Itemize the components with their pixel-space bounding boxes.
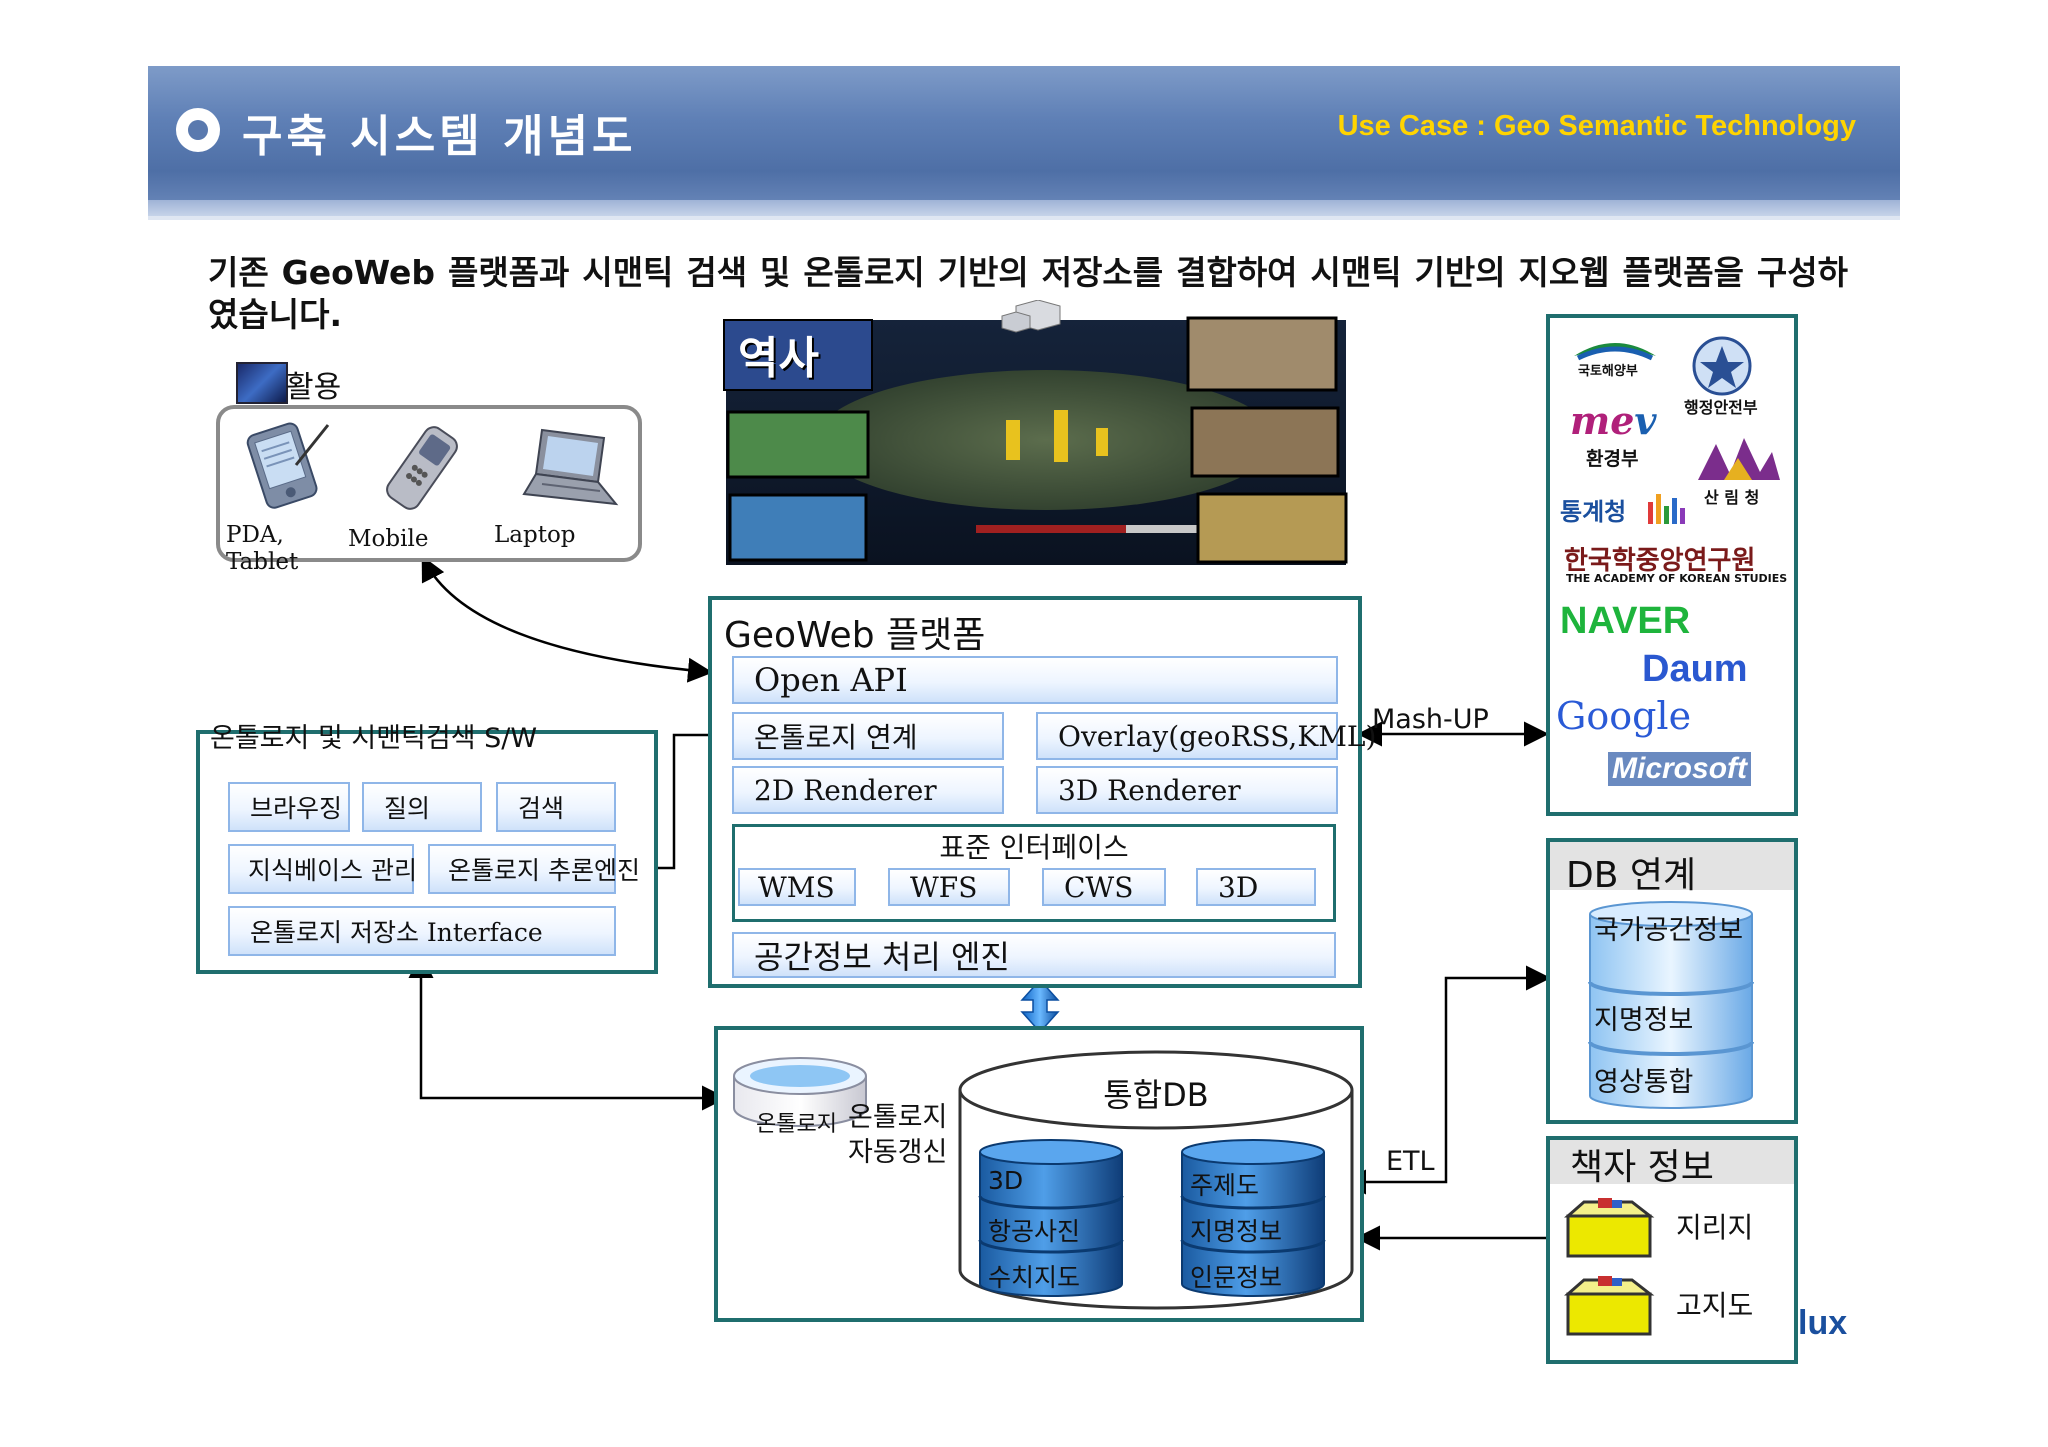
utilization-label: 활용	[286, 370, 342, 405]
mashup-label: Mash-UP	[1372, 704, 1489, 735]
integrated-db-title: 통합DB	[1103, 1076, 1209, 1114]
db-link-header-bg	[1550, 842, 1794, 890]
title-bullet-icon	[176, 108, 220, 152]
partner-kostat: 통계청	[1560, 498, 1627, 526]
standard-interface-group	[732, 824, 1336, 922]
partner-logo-kostat-icon	[1648, 494, 1685, 524]
use-case-subtitle: Use Case : Geo Semantic Technology	[1337, 110, 1856, 142]
device-label-mobile: Mobile	[348, 526, 429, 552]
etl-label: ETL	[1386, 1146, 1435, 1177]
partner-me: 환경부	[1586, 448, 1639, 470]
stack-item-3d: 3D	[988, 1166, 1024, 1195]
storage-interface-box: 온톨로지 저장소 Interface	[228, 906, 616, 956]
book-folder-icon-1	[1564, 1198, 1655, 1258]
stack-item-humanities: 인문정보	[1190, 1263, 1283, 1292]
partner-logo-mopas-icon	[1692, 336, 1752, 396]
header-divider	[148, 216, 1900, 220]
ontology-sw-title: 온톨로지 및 시맨틱검색 S/W	[210, 723, 538, 754]
db-link-title: DB 연계	[1566, 855, 1697, 896]
ontology-link-box: 온톨로지 연계	[732, 712, 1004, 760]
partner-moltm: 국토해양부	[1578, 364, 1638, 379]
overlay-box: Overlay(geoRSS,KML)	[1036, 712, 1376, 760]
interface-wms: WMS	[738, 868, 856, 906]
stack-item-aerial: 항공사진	[988, 1217, 1081, 1246]
db-link-item-placename: 지명정보	[1594, 1005, 1694, 1036]
stack-item-placename: 지명정보	[1190, 1217, 1283, 1246]
partner-logo-me-icon: mev	[1570, 398, 1657, 443]
db-link-stack	[1588, 901, 1754, 1109]
geoweb-title: GeoWeb 플랫폼	[724, 615, 986, 656]
book-info-item-oldmap: 고지도	[1676, 1289, 1754, 1322]
stack-item-digital-map: 수치지도	[988, 1263, 1081, 1292]
partner-forest: 산 림 청	[1704, 488, 1760, 507]
interface-wfs: WFS	[888, 868, 1010, 906]
db-link-item-national-spatial: 국가공간정보	[1594, 915, 1744, 946]
renderer-2d-box: 2D Renderer	[732, 766, 1004, 814]
book-info-title: 책자 정보	[1570, 1147, 1714, 1188]
pda-tablet-icon	[246, 422, 330, 509]
header-stripe	[148, 200, 1900, 216]
kb-manage-box: 지식베이스 관리	[228, 844, 417, 894]
book-folder-icon-2	[1564, 1276, 1655, 1336]
interface-cws: CWS	[1042, 868, 1166, 906]
partner-daum: Daum	[1642, 648, 1748, 690]
utilization-icon	[236, 362, 288, 404]
collage-graphic	[723, 299, 1348, 565]
db-link-item-imagery: 영상통합	[1594, 1067, 1694, 1098]
reasoning-engine-box: 온톨로지 추론엔진	[428, 844, 640, 894]
partner-aks: 한국학중앙연구원	[1564, 546, 1756, 576]
spatial-engine-box: 공간정보 처리 엔진	[732, 932, 1336, 978]
mobile-phone-icon	[386, 426, 458, 510]
book-info-header-bg	[1550, 1140, 1794, 1184]
partner-logo-forest-icon	[1698, 438, 1780, 480]
search-box: 검색	[496, 782, 616, 832]
device-label-laptop: Laptop	[494, 522, 576, 548]
partner-microsoft: Microsoft	[1608, 752, 1751, 786]
map-collage: 역사	[716, 299, 1356, 570]
footer-logo-fragment: lux	[1798, 1304, 1848, 1342]
interface-3d: 3D	[1196, 868, 1316, 906]
right-data-stack	[1180, 1139, 1326, 1297]
partner-google: Google	[1556, 694, 1692, 738]
device-label-pda: PDA, Tablet	[226, 522, 299, 575]
partner-logo-moltm-icon	[1574, 343, 1656, 361]
partner-mopas: 행정안전부	[1684, 398, 1758, 417]
left-data-stack	[978, 1139, 1124, 1297]
standard-interface-label: 표준 인터페이스	[939, 831, 1129, 864]
partner-naver: NAVER	[1560, 600, 1691, 642]
partner-aks-en: THE ACADEMY OF KOREAN STUDIES	[1566, 572, 1788, 585]
partners-panel	[1546, 314, 1798, 816]
stack-item-thematic: 주제도	[1190, 1171, 1260, 1200]
ontology-db-cylinder	[733, 1057, 867, 1127]
page-title: 구축 시스템 개념도	[242, 111, 637, 162]
intro-paragraph: 기존 GeoWeb 플랫폼과 시맨틱 검색 및 온톨로지 기반의 저장소를 결합…	[208, 253, 1848, 334]
header-bar	[148, 66, 1900, 216]
map-title-script: 역사	[738, 333, 819, 384]
open-api-box: Open API	[732, 656, 1338, 704]
query-box: 질의	[362, 782, 482, 832]
auto-update-label: 온톨로지 자동갱신	[848, 1102, 948, 1168]
laptop-icon	[522, 428, 619, 506]
ontology-db-label: 온톨로지	[756, 1112, 837, 1137]
browse-box: 브라우징	[228, 782, 350, 832]
book-info-item-geography: 지리지	[1676, 1211, 1754, 1244]
renderer-3d-box: 3D Renderer	[1036, 766, 1338, 814]
